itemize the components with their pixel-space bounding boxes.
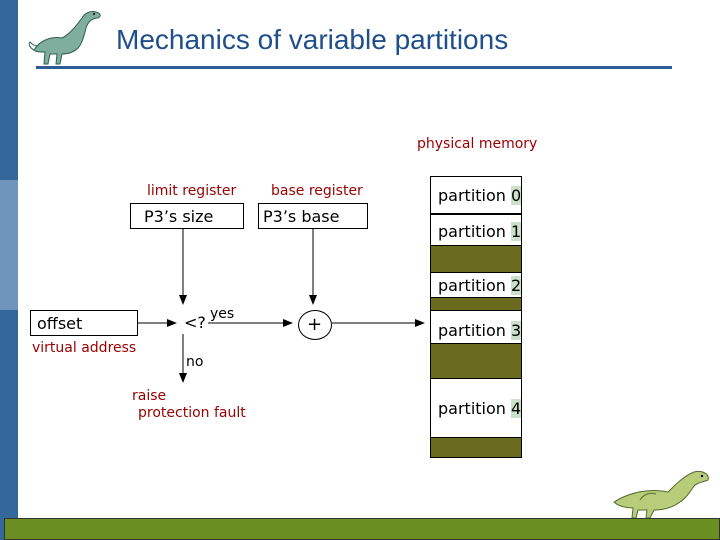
offset-box: offset (30, 310, 138, 336)
partition-2-block (430, 272, 522, 298)
partition-label-1: partition 1 (438, 222, 522, 241)
compare-symbol: <? (184, 313, 206, 332)
no-label: no (186, 354, 204, 370)
footer-bar (4, 518, 720, 540)
partition-label-4: partition 4 (438, 399, 522, 418)
left-accent-bar-light (0, 180, 18, 310)
limit-register-label: limit register (147, 183, 237, 199)
partition-label-3: partition 3 (438, 321, 522, 340)
partition-label-0: partition 0 (438, 186, 522, 205)
partition-3-block (430, 310, 522, 344)
virtual-address-label: virtual address (32, 340, 137, 356)
slide-title: Mechanics of variable partitions (116, 24, 509, 55)
partition-word-4: partition (438, 399, 506, 418)
base-register-label: base register (271, 183, 363, 199)
partition-num-0: 0 (511, 186, 522, 205)
dinosaur-mascot-icon (613, 471, 709, 519)
partition-num-4: 4 (511, 399, 522, 418)
partition-num-2: 2 (511, 276, 522, 295)
adder-circle (298, 310, 332, 340)
partition-word-3: partition (438, 321, 506, 340)
partition-num-1: 1 (511, 222, 522, 241)
partition-label-2: partition 2 (438, 276, 522, 295)
partition-word-0: partition (438, 186, 506, 205)
fault-label-line2: protection fault (138, 405, 246, 421)
adder-symbol: + (307, 314, 323, 335)
base-register-value: P3’s base (263, 207, 340, 226)
partition-num-3: 3 (511, 321, 522, 340)
base-register-box: P3’s base (258, 203, 368, 229)
offset-value: offset (37, 314, 83, 333)
partition-0-block (430, 176, 522, 214)
limit-register-box: P3’s size (130, 203, 244, 229)
partition-1-block (430, 214, 522, 246)
partition-4-block (430, 378, 522, 438)
fault-label-line1: raise (132, 388, 167, 404)
title-rule (36, 66, 672, 69)
yes-label: yes (210, 306, 235, 322)
partition-word-1: partition (438, 222, 506, 241)
partition-word-2: partition (438, 276, 506, 295)
physical-memory-label: physical memory (417, 136, 538, 152)
limit-register-value: P3’s size (144, 207, 214, 226)
dinosaur-logo-icon (28, 11, 101, 65)
